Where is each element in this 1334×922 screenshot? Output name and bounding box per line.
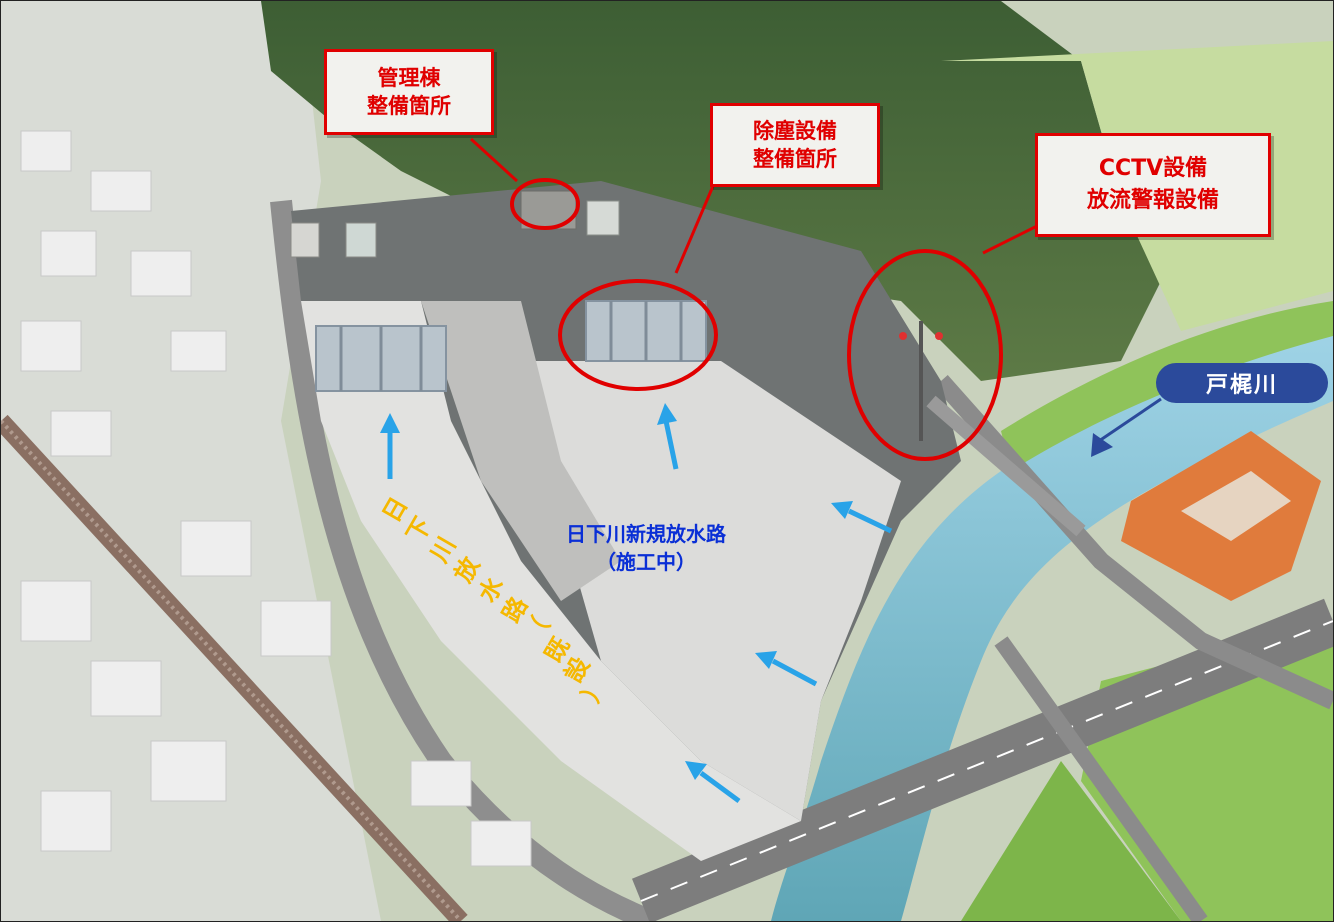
river-label-text: 戸梶川: [1205, 373, 1278, 398]
equipment-house: [586, 200, 620, 236]
callout-admin-line1: 管理棟: [377, 66, 441, 90]
callout-cctv-line2: 放流警報設備: [1086, 188, 1219, 213]
field-lower-middle: [961, 761, 1181, 921]
new-channel-bed: [521, 361, 901, 821]
callout-cctv: CCTV設備 放流警報設備: [1035, 133, 1271, 237]
houses-left: [20, 130, 532, 867]
highlight-cctv: [847, 249, 1003, 461]
road-lower-right: [994, 636, 1208, 921]
cctv-light-right: [935, 332, 943, 340]
bridge-upper: [926, 395, 1086, 537]
railway-sleepers: [1, 419, 463, 921]
road-left-curve: [270, 199, 656, 921]
callout-cctv-line1: CCTV設備: [1098, 156, 1208, 181]
gate-house-right: [345, 222, 377, 258]
gate-house-left: [290, 222, 320, 258]
channel-divider-wall: [421, 301, 621, 601]
existing-channel-bed: [301, 301, 801, 861]
highlight-admin-building: [510, 178, 580, 230]
existing-channel-label: 日 下 川 放 水 路 （ 既 設 ）: [377, 491, 621, 711]
callout-dust: 除塵設備 整備箇所: [710, 103, 880, 187]
river-label-badge: 戸梶川: [1156, 363, 1328, 403]
road-center-line: [640, 620, 1333, 902]
cctv-light-left: [899, 332, 907, 340]
flow-arrows: [380, 403, 893, 804]
new-channel-label: 日下川新規放水路 （施工中）: [536, 520, 756, 576]
orange-roof-courtyard: [1181, 471, 1291, 541]
highlight-dust-removal: [558, 279, 718, 391]
new-channel-line2: （施工中）: [596, 550, 696, 574]
gate-left: [315, 325, 447, 392]
new-channel-line1: 日下川新規放水路: [566, 522, 726, 546]
admin-building: [520, 190, 577, 230]
callout-dust-line1: 除塵設備: [753, 119, 837, 143]
gate-right: [585, 300, 707, 362]
callout-dust-line2: 整備箇所: [753, 147, 837, 171]
callout-admin: 管理棟 整備箇所: [324, 49, 494, 135]
callout-admin-line2: 整備箇所: [367, 94, 451, 118]
river-flow-arrow: [1091, 397, 1162, 457]
